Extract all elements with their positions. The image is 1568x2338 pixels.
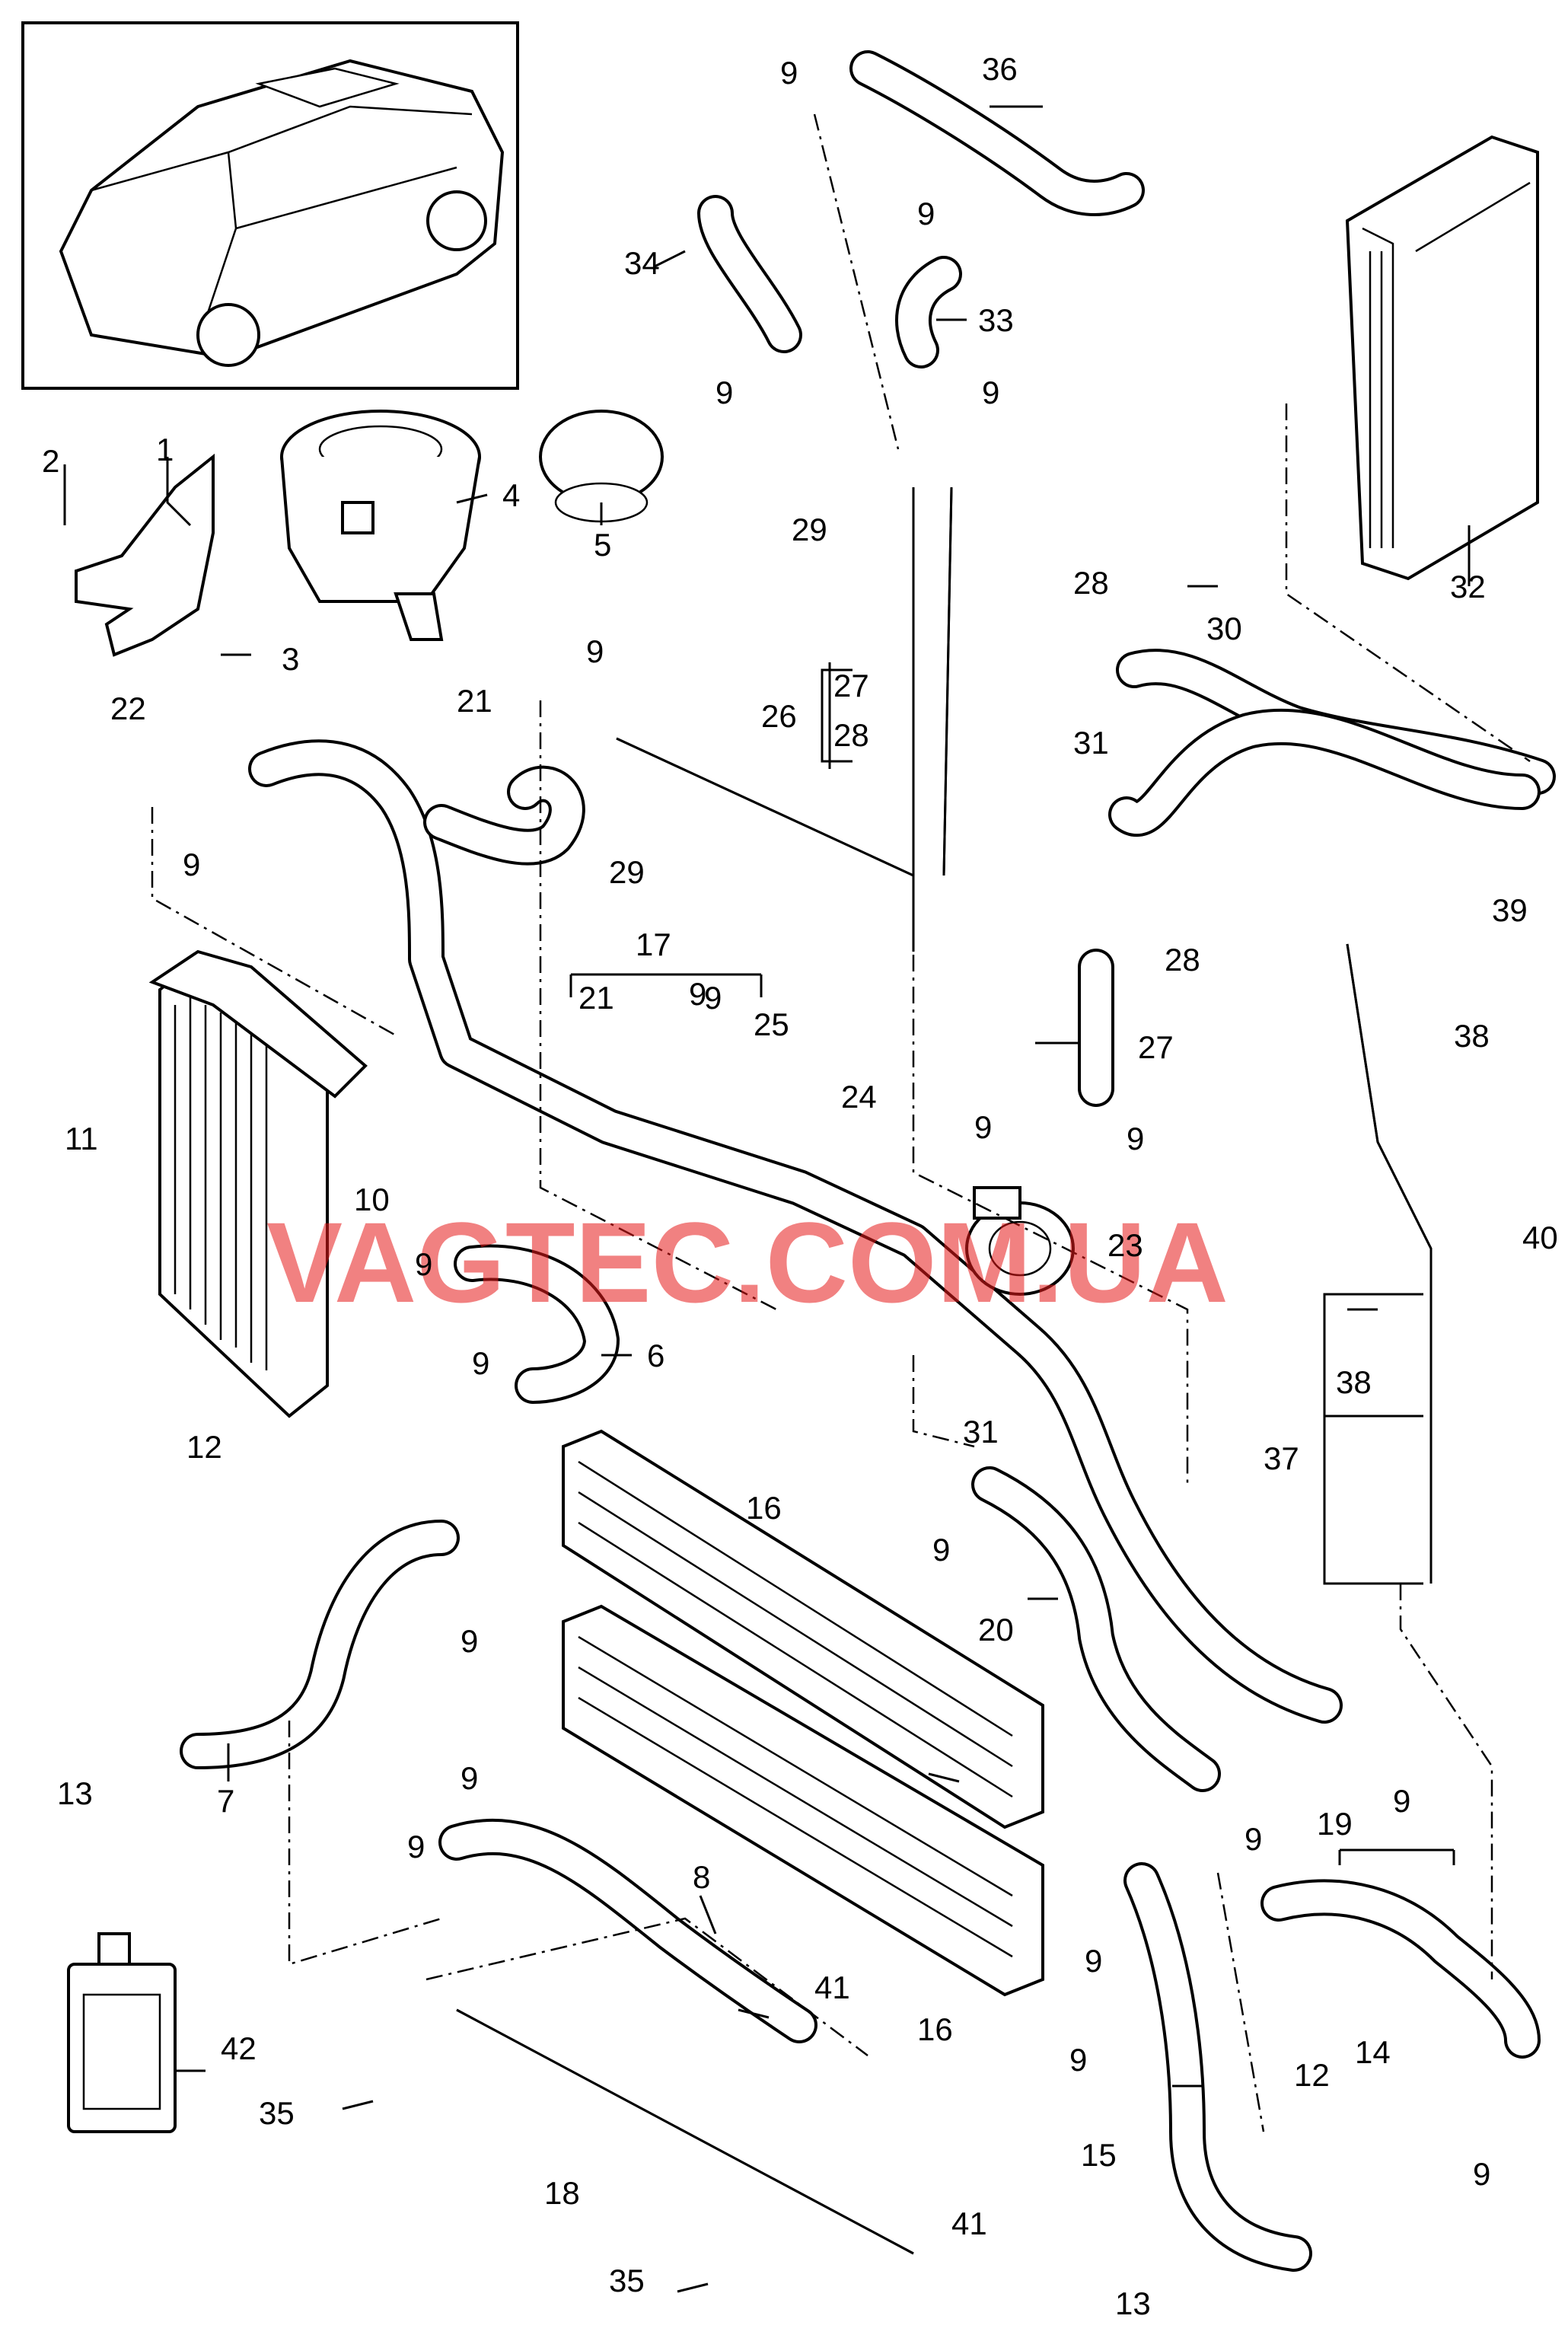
callout-labels: 1 2 3 4 5 6 7 8 9 9 9 9 9 9 9 9 9 9 9 9 …: [42, 51, 1558, 2321]
callout-35b: 35: [609, 2263, 645, 2298]
callout-11: 11: [65, 1121, 98, 1156]
callout-9m: 9: [461, 1760, 478, 1796]
callout-21a: 21: [457, 683, 492, 719]
callout-34: 34: [624, 245, 660, 281]
callout-39: 39: [1492, 892, 1528, 928]
callout-24: 24: [841, 1079, 877, 1115]
callout-9f: 9: [183, 847, 200, 882]
callout-9o: 9: [1245, 1821, 1262, 1857]
water-pump: [965, 1186, 1075, 1296]
callout-38b: 38: [1336, 1364, 1372, 1400]
callout-41a: 41: [814, 1970, 850, 2005]
callout-9j: 9: [472, 1345, 489, 1381]
callout-30: 30: [1206, 611, 1242, 646]
callout-25: 25: [754, 1006, 789, 1042]
callout-9r: 9: [1069, 2042, 1087, 2078]
hoses: [180, 50, 1556, 2272]
callout-9i: 9: [415, 1246, 432, 1282]
callout-9s: 9: [1473, 2156, 1490, 2192]
callout-17: 17: [636, 927, 671, 962]
callout-9t: 9: [974, 1109, 992, 1145]
callout-29b: 29: [609, 854, 645, 890]
callout-40: 40: [1522, 1220, 1558, 1255]
watermark: VAGTEC.COM.UA: [266, 1198, 1229, 1326]
callout-26: 26: [761, 698, 797, 734]
callout-4: 4: [502, 477, 520, 513]
callout-31a: 31: [1073, 725, 1109, 761]
callout-23: 23: [1107, 1227, 1143, 1263]
callout-18: 18: [544, 2175, 580, 2211]
callout-6: 6: [647, 1338, 664, 1373]
callout-16a: 16: [746, 1490, 782, 1526]
callout-21b: 21: [578, 980, 614, 1016]
assembly-lines: [151, 113, 1531, 2132]
callout-9a: 9: [780, 55, 798, 91]
callout-2: 2: [42, 443, 59, 479]
callout-13a: 13: [57, 1775, 93, 1811]
callout-9g: 9: [689, 976, 706, 1012]
callout-37: 37: [1264, 1440, 1299, 1476]
callout-29a: 29: [792, 512, 827, 547]
callout-9c: 9: [715, 375, 733, 410]
callout-9h: 9: [1127, 1121, 1144, 1156]
callout-27b: 27: [1138, 1029, 1174, 1065]
coolant-bottle: [67, 1932, 177, 2133]
expansion-tank: [280, 410, 481, 641]
callout-9e: 9: [586, 633, 604, 669]
callout-22: 22: [110, 691, 146, 726]
callout-31b: 31: [963, 1414, 999, 1450]
callout-14: 14: [1355, 2034, 1391, 2070]
callout-28a: 28: [833, 717, 869, 753]
callout-16b: 16: [917, 2011, 953, 2047]
callout-33: 33: [978, 302, 1014, 338]
callout-20: 20: [978, 1612, 1014, 1647]
aux-cooler-upper: [562, 1429, 1044, 1829]
callout-19: 19: [1317, 1806, 1353, 1842]
vehicle-inset: [21, 21, 519, 390]
callout-1: 1: [156, 432, 174, 467]
callout-9l: 9: [461, 1623, 478, 1659]
callout-15: 15: [1081, 2137, 1117, 2173]
callout-36: 36: [982, 51, 1018, 87]
callout-9n: 9: [1393, 1783, 1410, 1819]
callout-9u: 9: [704, 980, 722, 1016]
callout-32: 32: [1450, 569, 1486, 604]
callout-10: 10: [354, 1182, 390, 1217]
callout-5: 5: [594, 527, 611, 563]
callout-27a: 27: [833, 668, 869, 703]
callout-9k: 9: [932, 1532, 950, 1568]
callout-28c: 28: [1165, 942, 1200, 978]
callout-42: 42: [221, 2030, 257, 2066]
callout-7: 7: [217, 1783, 234, 1819]
callout-9p: 9: [407, 1829, 425, 1864]
callout-8: 8: [693, 1859, 710, 1895]
callout-13b: 13: [1115, 2285, 1151, 2321]
callout-38a: 38: [1454, 1018, 1490, 1054]
radiator-right: [1345, 135, 1539, 581]
callout-35a: 35: [259, 2095, 295, 2131]
leader-lines: [63, 105, 1471, 2293]
callout-3: 3: [282, 641, 299, 677]
callout-9q: 9: [1085, 1943, 1102, 1979]
callout-9d: 9: [982, 375, 999, 410]
front-radiator: [148, 949, 368, 1418]
callout-12b: 12: [1294, 2057, 1330, 2093]
callout-41b: 41: [951, 2206, 987, 2241]
bracket: [75, 453, 215, 657]
callout-12a: 12: [186, 1429, 222, 1465]
pipes: [456, 486, 1433, 2255]
aux-cooler-lower: [562, 1604, 1044, 1997]
callout-28b: 28: [1073, 565, 1109, 601]
callout-9b: 9: [917, 196, 935, 231]
